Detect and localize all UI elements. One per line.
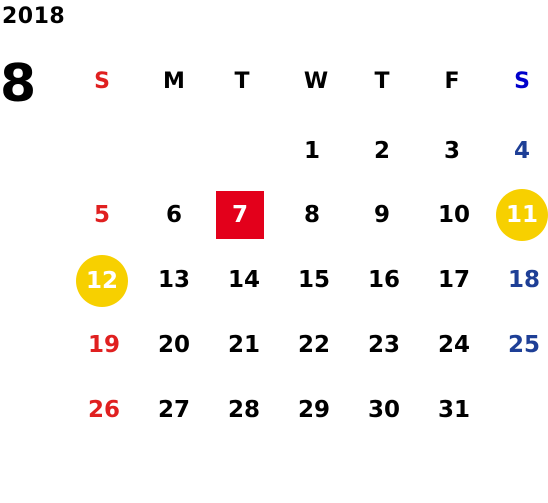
day-cell[interactable]: 22 xyxy=(297,332,330,358)
day-cell[interactable]: 17 xyxy=(437,267,470,293)
weekday-header-friday: F xyxy=(444,68,460,94)
day-cell[interactable]: 4 xyxy=(513,138,530,164)
day-cell[interactable]: 13 xyxy=(157,267,190,293)
day-cell[interactable]: 9 xyxy=(373,202,390,228)
day-cell[interactable]: 16 xyxy=(367,267,400,293)
day-cell[interactable]: 6 xyxy=(165,202,182,228)
day-cell-today[interactable]: 7 xyxy=(216,191,264,239)
day-cell[interactable]: 28 xyxy=(227,397,260,423)
weekday-header-thursday: T xyxy=(374,68,390,94)
year-label: 2018 xyxy=(2,4,66,29)
day-cell[interactable]: 8 xyxy=(303,202,320,228)
day-cell[interactable]: 1 xyxy=(303,138,320,164)
day-cell[interactable]: 29 xyxy=(297,397,330,423)
day-cell[interactable]: 2 xyxy=(373,138,390,164)
day-cell[interactable]: 27 xyxy=(157,397,190,423)
day-cell[interactable]: 24 xyxy=(437,332,470,358)
day-cell[interactable]: 14 xyxy=(227,267,260,293)
day-cell[interactable]: 31 xyxy=(437,397,470,423)
day-cell-holiday[interactable]: 11 xyxy=(496,189,548,241)
day-cell[interactable]: 3 xyxy=(443,138,460,164)
day-cell[interactable]: 25 xyxy=(507,332,540,358)
day-cell[interactable]: 23 xyxy=(367,332,400,358)
day-cell-holiday[interactable]: 12 xyxy=(76,255,128,307)
day-cell[interactable]: 19 xyxy=(87,332,120,358)
day-cell[interactable]: 18 xyxy=(507,267,540,293)
day-cell[interactable]: 26 xyxy=(87,397,120,423)
weekday-header-wednesday: W xyxy=(303,68,329,94)
weekday-header-saturday: S xyxy=(514,68,530,94)
day-cell[interactable]: 21 xyxy=(227,332,260,358)
weekday-header-tuesday: T xyxy=(234,68,250,94)
day-cell[interactable]: 10 xyxy=(437,202,470,228)
day-cell[interactable]: 30 xyxy=(367,397,400,423)
weekday-header-sunday: S xyxy=(94,68,110,94)
day-cell[interactable]: 5 xyxy=(93,202,110,228)
weekday-header-monday: M xyxy=(163,68,185,94)
month-label: 8 xyxy=(0,54,37,114)
day-cell[interactable]: 15 xyxy=(297,267,330,293)
day-cell[interactable]: 20 xyxy=(157,332,190,358)
